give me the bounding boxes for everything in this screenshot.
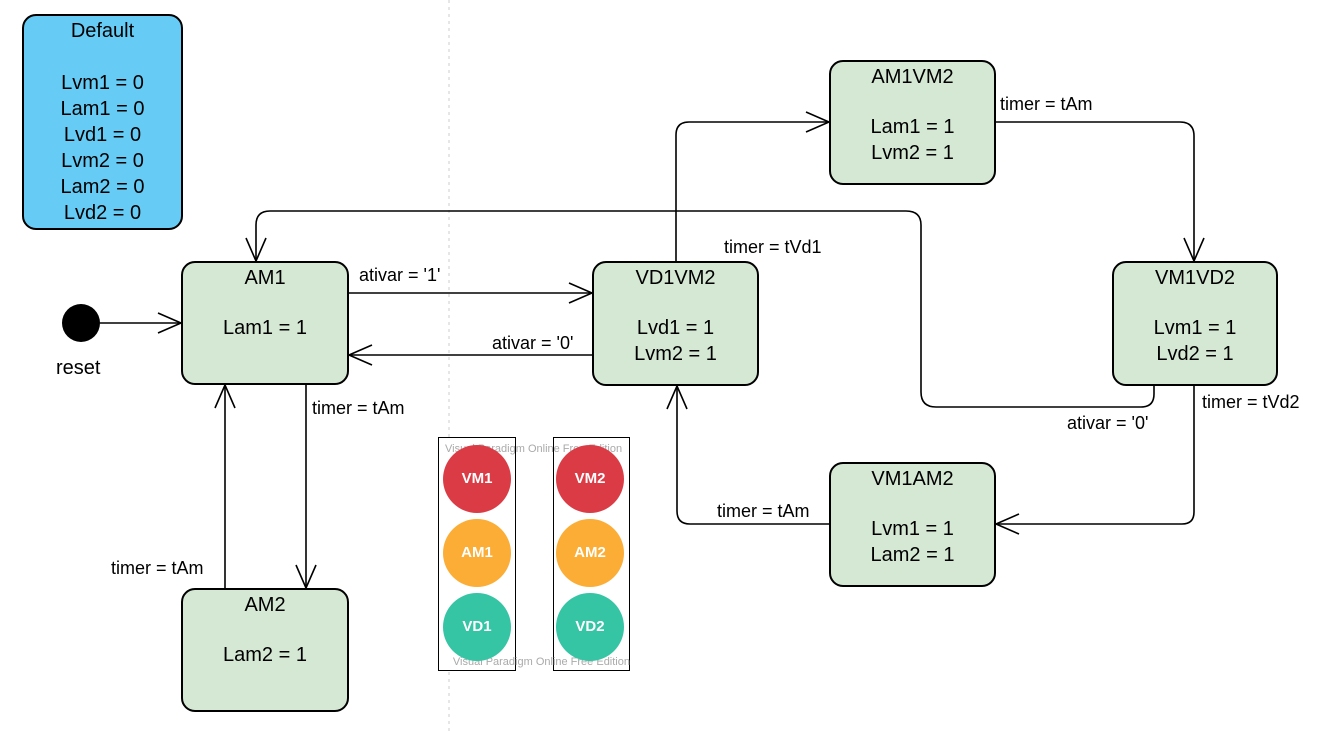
state-name: VM1VD2 <box>1154 267 1236 289</box>
yellow-lamp-2: AM2 <box>556 519 624 587</box>
transition-label: ativar = '0' <box>1067 413 1149 433</box>
state-am1: AM1 Lam1 = 1 <box>181 261 349 385</box>
state-am1vm2: AM1VM2 Lam1 = 1 Lvm2 = 1 <box>829 60 996 185</box>
state-var: Lvd1 = 1 <box>636 317 715 339</box>
state-vm1am2: VM1AM2 Lvm1 = 1 Lam2 = 1 <box>829 462 996 587</box>
state-var: Lvm2 = 1 <box>634 343 717 365</box>
state-var: Lvm1 = 1 <box>1153 317 1237 339</box>
initial-state-dot <box>62 304 100 342</box>
default-values-box: Default Lvm1 = 0 Lam1 = 0 Lvd1 = 0 Lvm2 … <box>22 14 183 230</box>
arrow-vd1vm2-to-am1vm2 <box>675 111 832 261</box>
arrow-vm1vd2-to-vm1am2 <box>993 386 1195 535</box>
transition-label: ativar = '0' <box>492 333 574 353</box>
green-lamp-2: VD2 <box>556 593 624 661</box>
state-name: VD1VM2 <box>635 267 716 289</box>
transition-label: ativar = '1' <box>359 265 441 285</box>
state-var: Lam1 = 1 <box>870 116 955 138</box>
default-line: Lam2 = 0 <box>60 176 145 198</box>
state-var: Lam1 = 1 <box>223 317 307 339</box>
state-var: Lvd2 = 1 <box>1156 343 1234 365</box>
state-name: VM1AM2 <box>871 468 954 490</box>
arrow-vm1vd2-to-am1 <box>245 210 1155 408</box>
default-line: Lvm1 = 0 <box>61 72 144 94</box>
default-line: Lam1 = 0 <box>60 98 145 120</box>
transition-label: timer = tVd2 <box>1202 392 1300 412</box>
red-lamp-1: VM1 <box>443 445 511 513</box>
state-var: Lvm2 = 1 <box>871 142 954 164</box>
yellow-lamp-1: AM1 <box>443 519 511 587</box>
default-line: Lvm2 = 0 <box>61 150 144 172</box>
state-name: AM2 <box>244 594 286 616</box>
default-line: Lvd1 = 0 <box>63 124 142 146</box>
arrow-am1vm2-to-vm1vd2 <box>996 121 1205 264</box>
state-vm1vd2: VM1VD2 Lvm1 = 1 Lvd2 = 1 <box>1112 261 1278 386</box>
transition-label: timer = tAm <box>111 558 204 578</box>
state-var: Lam2 = 1 <box>870 544 955 566</box>
arrow-vm1am2-to-vd1vm2 <box>666 383 829 525</box>
state-am2: AM2 Lam2 = 1 <box>181 588 349 712</box>
state-vd1vm2: VD1VM2 Lvd1 = 1 Lvm2 = 1 <box>592 261 759 386</box>
state-name: AM1 <box>244 267 286 289</box>
default-line: Lvd2 = 0 <box>63 202 142 224</box>
green-lamp-1: VD1 <box>443 593 511 661</box>
reset-label: reset <box>56 357 101 379</box>
transition-label: timer = tAm <box>312 398 405 418</box>
state-var: Lvm1 = 1 <box>871 518 954 540</box>
state-name: AM1VM2 <box>871 66 954 88</box>
transition-label: timer = tAm <box>1000 94 1093 114</box>
red-lamp-2: VM2 <box>556 445 624 513</box>
default-title: Default <box>70 20 135 42</box>
state-var: Lam2 = 1 <box>223 644 307 666</box>
transition-label: timer = tVd1 <box>724 237 822 257</box>
transition-label: timer = tAm <box>717 501 810 521</box>
